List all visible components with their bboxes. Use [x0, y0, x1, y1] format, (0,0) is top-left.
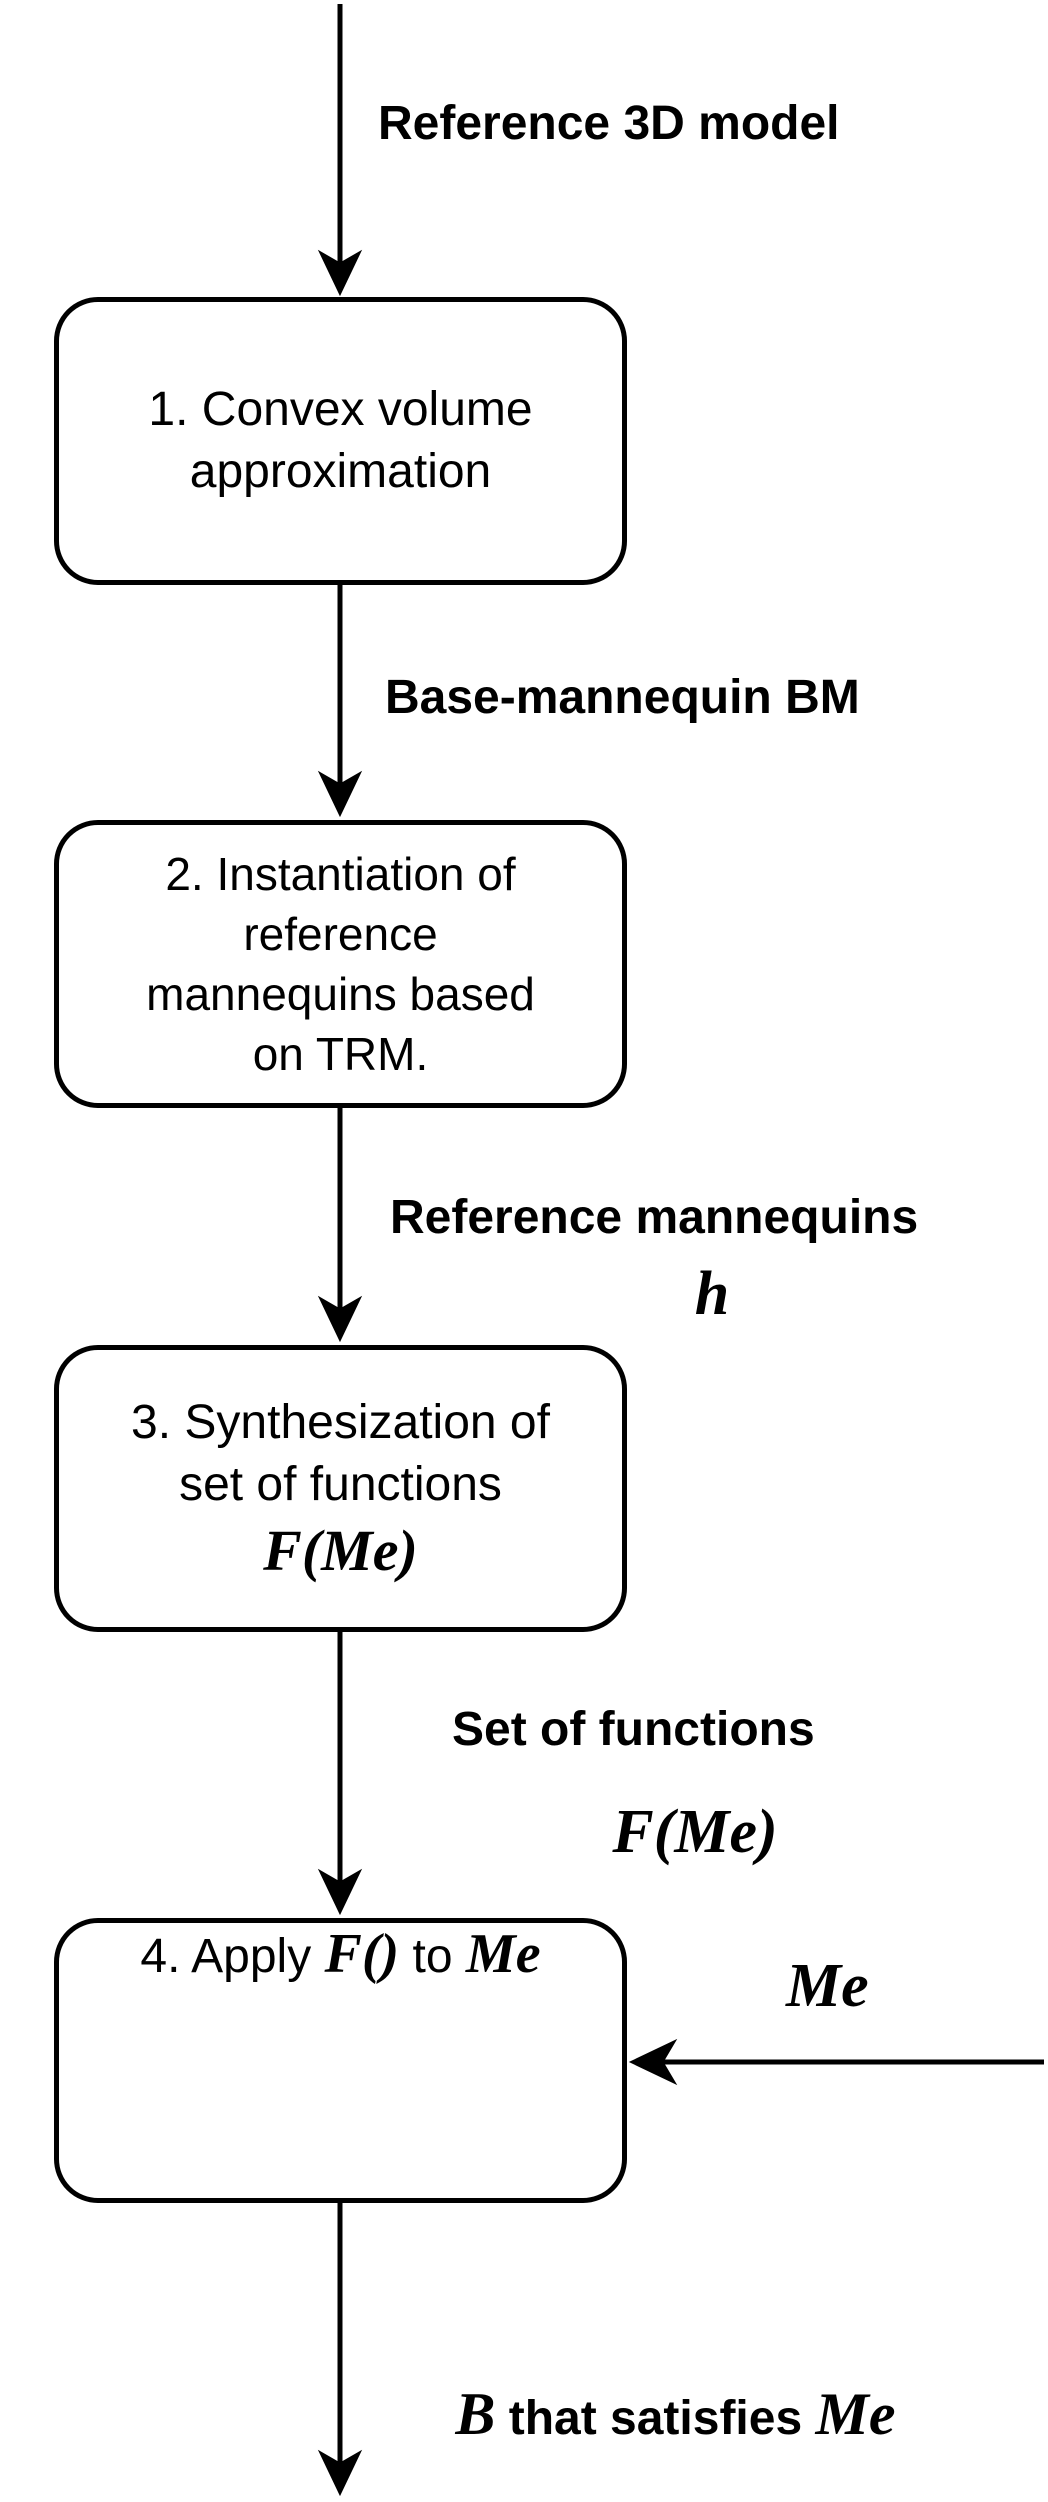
bm-arrow-label: Base-mannequin BM: [385, 671, 860, 724]
step3-line1: 3. Synthesization of: [131, 1395, 550, 1449]
step3-box: 3. Synthesization of set of functions F(…: [54, 1345, 627, 1632]
step4-math-f: F(): [324, 1923, 400, 1985]
step3-line2: set of functions: [179, 1457, 502, 1511]
step2-line4: on TRM.: [252, 1028, 429, 1080]
input-arrow-label: Reference 3D model: [378, 97, 840, 150]
arrow-input-head: [317, 249, 363, 297]
step4-prefix: 4. Apply: [140, 1930, 325, 1983]
step1-line2: approximation: [189, 445, 492, 498]
step4-box: 4. Apply F() to Me: [54, 1918, 627, 2203]
output-math-b: B: [455, 2381, 496, 2447]
side-input-math-me: Me: [786, 1952, 869, 2020]
step3-math-f-me: F(Me): [263, 1517, 418, 1583]
ref-mannequins-math-h: h: [694, 1260, 730, 1328]
set-of-functions-math-f-me: F(Me): [612, 1798, 778, 1866]
step1-line1: 1. Convex volume: [148, 383, 533, 436]
arrow-output-head: [317, 2449, 363, 2497]
output-math-me: Me: [815, 2381, 896, 2447]
step2-line1: 2. Instantiation of: [165, 848, 516, 900]
arrow-side-head: [628, 2038, 678, 2086]
output-arrow-label: B that satisfies Me: [402, 2318, 895, 2502]
step2-box: 2. Instantiation of reference mannequins…: [54, 820, 627, 1108]
output-text: that satisfies: [495, 2392, 816, 2445]
set-of-functions-arrow-label: Set of functions: [452, 1703, 815, 1756]
step4-math-me: Me: [465, 1923, 541, 1985]
step4-mid: to: [399, 1930, 466, 1983]
arrow-fn-head: [317, 1868, 363, 1916]
ref-mannequins-arrow-label: Reference mannequins: [390, 1191, 919, 1244]
step2-line2: reference: [243, 908, 438, 960]
step1-box: 1. Convex volume approximation: [54, 297, 627, 585]
arrow-ref-head: [317, 1295, 363, 1343]
arrow-bm-head: [317, 770, 363, 818]
step2-line3: mannequins based: [146, 968, 535, 1020]
